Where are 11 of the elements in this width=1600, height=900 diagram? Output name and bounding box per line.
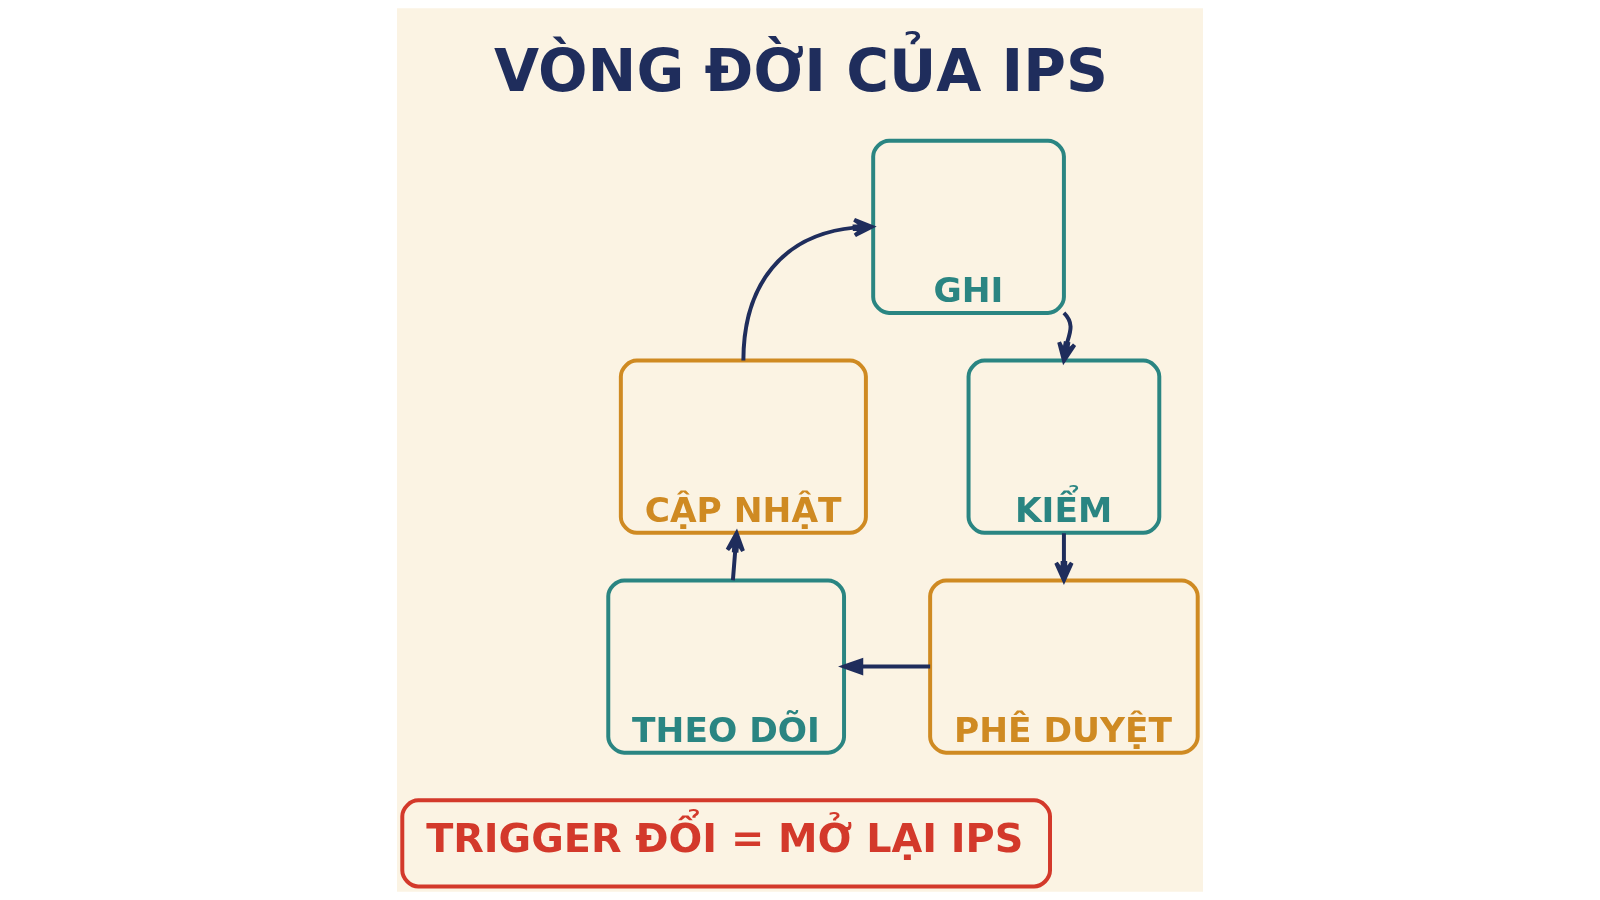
arrow xyxy=(725,531,745,581)
node-box: PHÊ DUYỆT xyxy=(928,578,1200,755)
arrow xyxy=(1057,311,1077,363)
arrow xyxy=(741,217,874,361)
arrow xyxy=(1054,533,1074,583)
arrow xyxy=(838,657,931,676)
node-box: CẬP NHẬT xyxy=(618,358,868,535)
node-box: TRIGGER ĐỔI = MỞ LẠI IPS xyxy=(400,798,1052,889)
node-box: GHI xyxy=(871,138,1066,315)
node-box: KIỂM xyxy=(966,358,1162,535)
node-box: THEO DÕI xyxy=(606,578,847,755)
